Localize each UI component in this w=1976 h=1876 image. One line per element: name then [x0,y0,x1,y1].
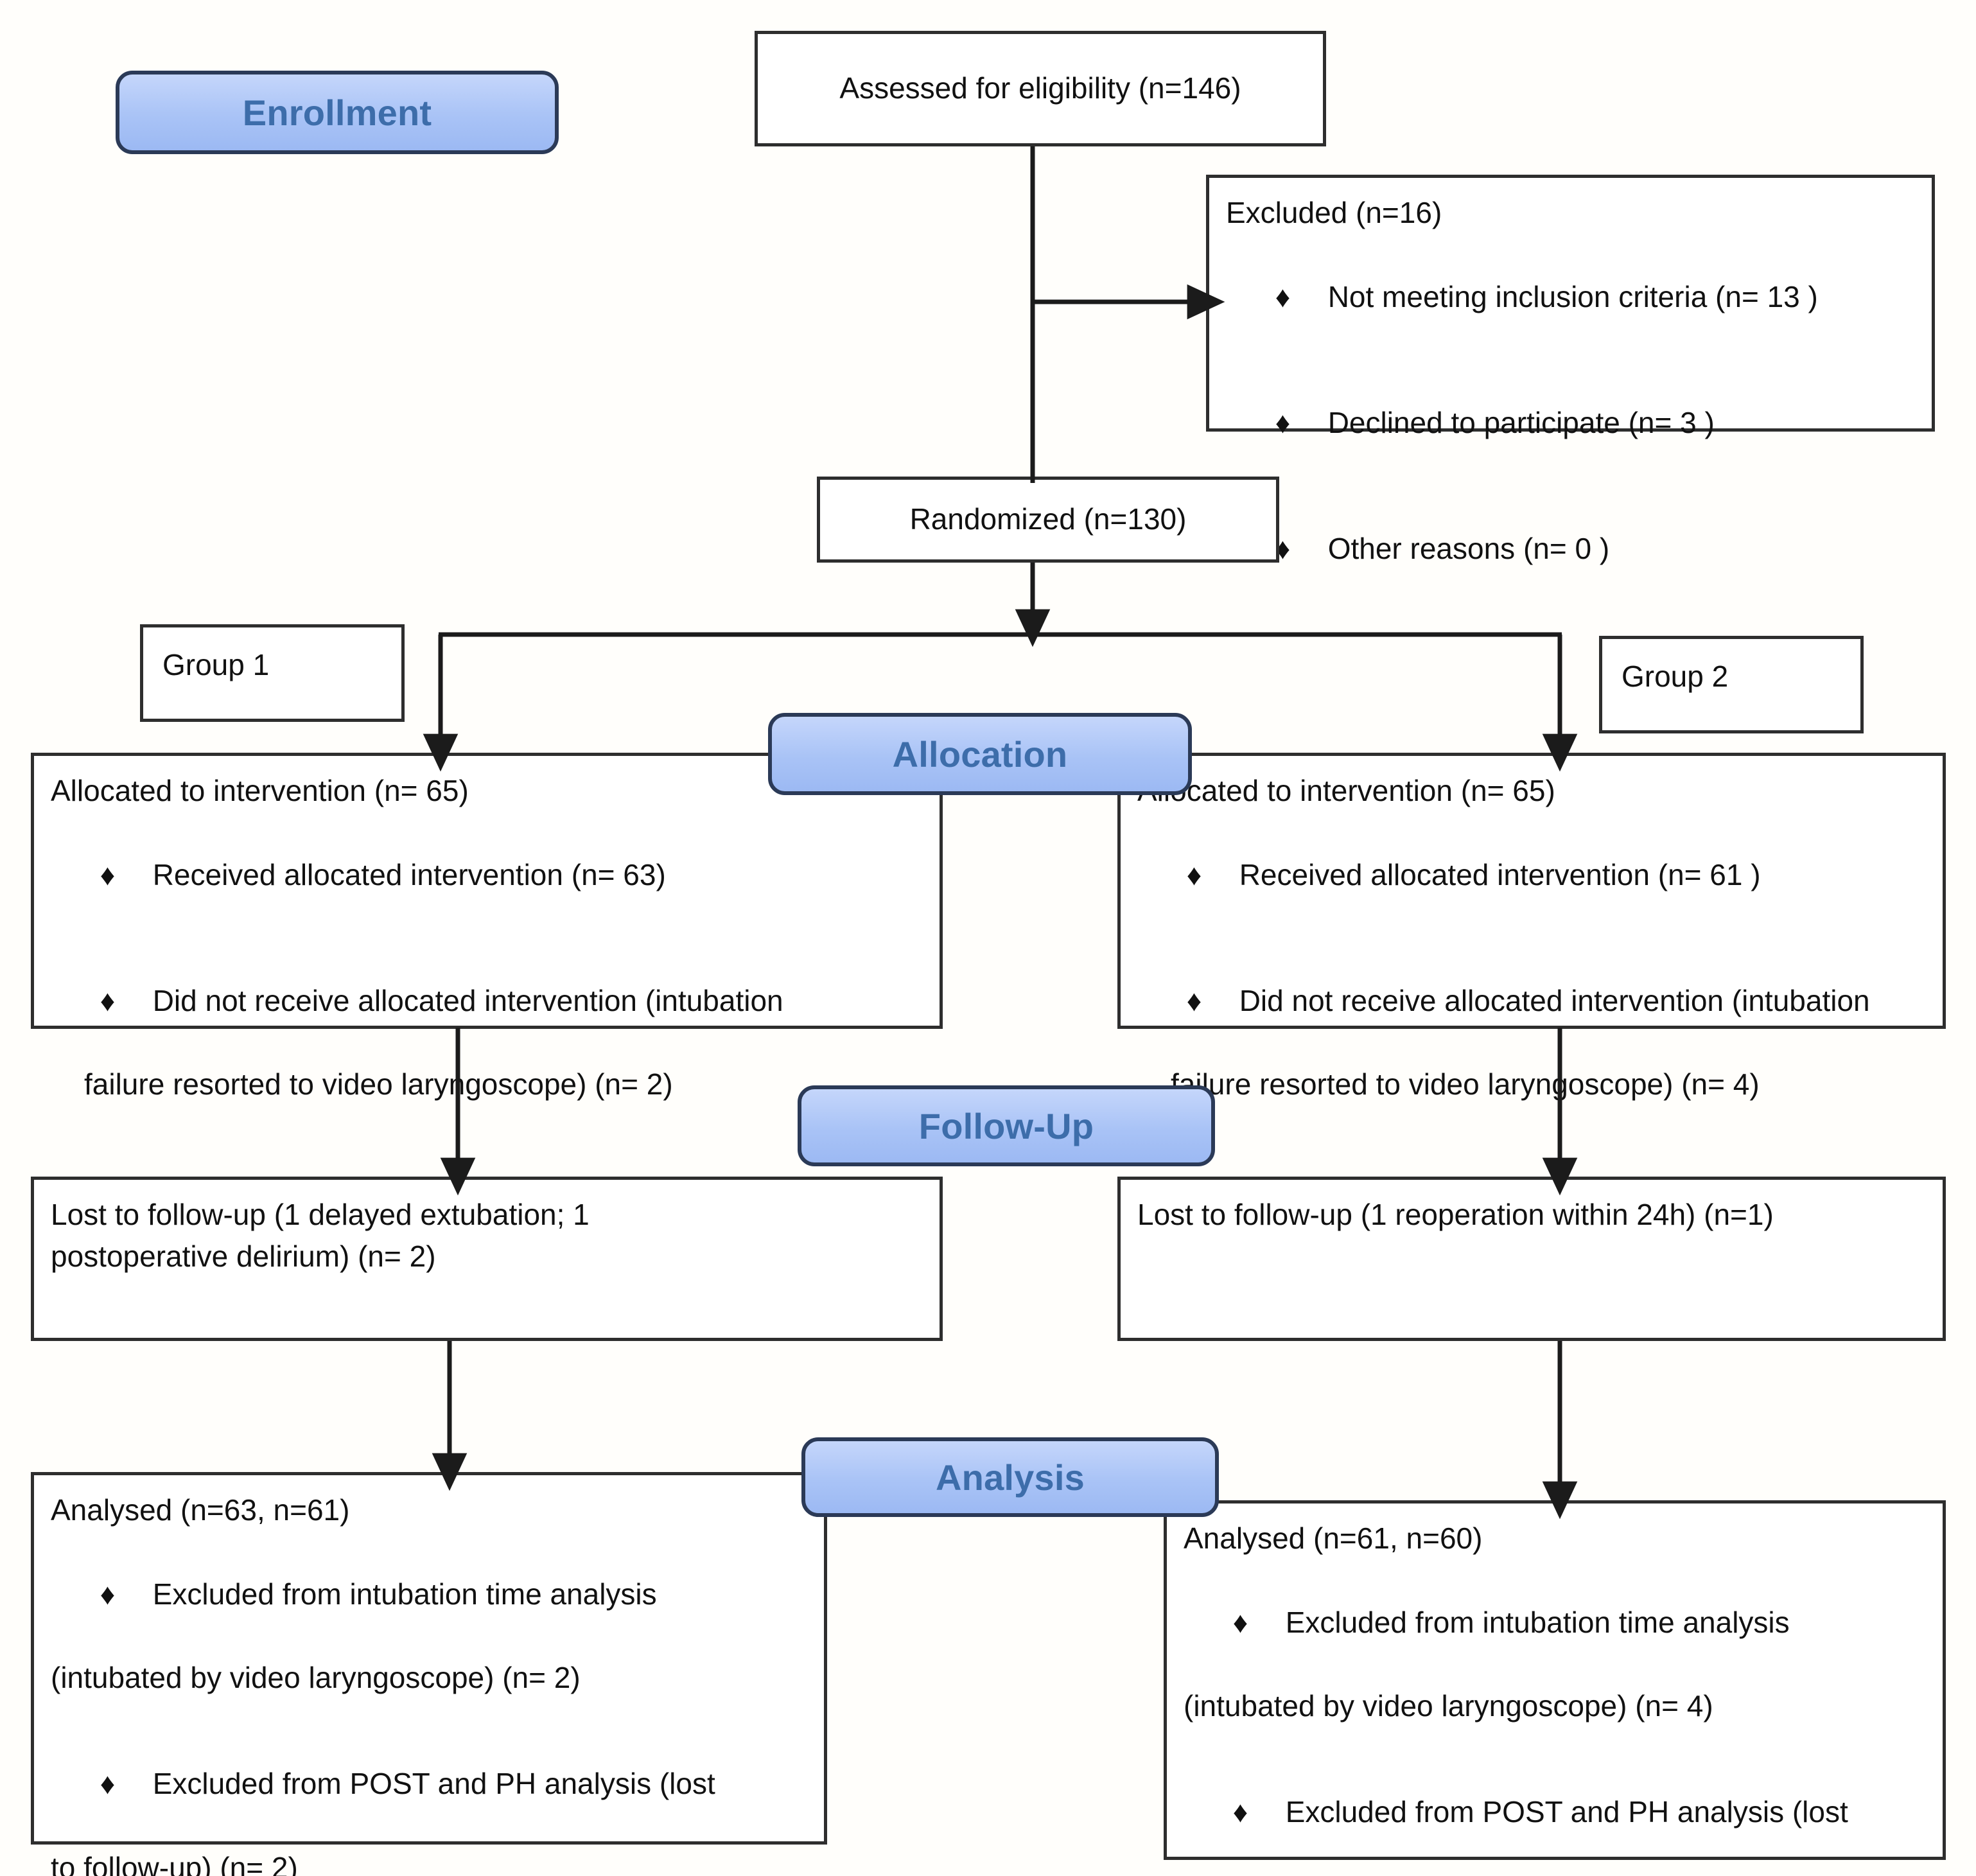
box-randomized: Randomized (n=130) [817,477,1279,563]
excluded-item-2: ♦Other reasons (n= 0 ) [1226,486,1915,611]
followup-left-line-1: Lost to follow-up (1 delayed extubation;… [51,1198,590,1231]
analysis-right-title: Analysed (n=61, n=60) [1184,1521,1483,1555]
stage-badge-followup: Follow-Up [798,1085,1215,1166]
allocation-left-title: Allocated to intervention (n= 65) [51,774,469,807]
box-analysis-left: Analysed (n=63, n=61) ♦Excluded from int… [31,1472,827,1876]
box-excluded: Excluded (n=16) ♦Not meeting inclusion c… [1206,175,1935,565]
allocation-left-item-1: ♦Did not receive allocated intervention … [51,938,923,1064]
allocation-right-title: Allocated to intervention (n= 65) [1137,774,1555,807]
analysis-left-item-0-cont: (intubated by video laryngoscope) (n= 2) [51,1661,581,1695]
spacer [51,1699,807,1721]
diamond-bullet-icon: ♦ [1275,531,1291,565]
excluded-item-0: ♦Not meeting inclusion criteria (n= 13 ) [1226,234,1915,360]
diamond-bullet-icon: ♦ [100,983,116,1017]
box-analysis-right: Analysed (n=61, n=60) ♦Excluded from int… [1164,1500,1946,1860]
diamond-bullet-icon: ♦ [1186,983,1202,1017]
excluded-item-1: ♦Declined to participate (n= 3 ) [1226,360,1915,486]
box-followup-right: Lost to follow-up (1 reoperation within … [1117,1177,1946,1341]
box-allocation-right: Allocated to intervention (n= 65) ♦Recei… [1117,753,1946,1101]
followup-left-line-2: postoperative delirium) (n= 2) [51,1240,436,1274]
stage-badge-analysis: Analysis [801,1437,1219,1517]
diamond-bullet-icon: ♦ [1186,857,1202,891]
randomized-text: Randomized (n=130) [909,502,1187,536]
diamond-bullet-icon: ♦ [100,857,116,891]
analysis-right-item-0-cont: (intubated by video laryngoscope) (n= 4) [1184,1689,1713,1723]
stage-badge-enrollment-label: Enrollment [242,92,432,133]
allocation-right-item-1-cont: failure resorted to video laryngoscope) … [1171,1067,1760,1101]
box-group-1: Group 1 [140,624,405,722]
spacer [1184,1728,1926,1749]
stage-badge-allocation-label: Allocation [892,733,1068,775]
allocation-left-item-1-cont: failure resorted to video laryngoscope) … [84,1067,673,1101]
diamond-bullet-icon: ♦ [1275,279,1291,313]
diamond-bullet-icon: ♦ [1232,1794,1248,1828]
box-assessed-for-eligibility: Assessed for eligibility (n=146) [755,31,1326,146]
allocation-left-item-0: ♦Received allocated intervention (n= 63) [51,812,923,938]
analysis-left-item-0: ♦Excluded from intubation time analysis [51,1531,807,1657]
analysis-right-item-0: ♦Excluded from intubation time analysis [1184,1559,1926,1685]
stage-badge-enrollment: Enrollment [116,71,559,154]
box-followup-left: Lost to follow-up (1 delayed extubation;… [31,1177,943,1341]
group-1-label: Group 1 [162,648,270,681]
analysis-right-item-1: ♦Excluded from POST and PH analysis (los… [1184,1749,1926,1875]
analysis-left-item-1-cont: to follow-up) (n= 2) [51,1850,298,1876]
box-group-2: Group 2 [1599,636,1864,733]
stage-badge-followup-label: Follow-Up [918,1105,1094,1146]
group-2-label: Group 2 [1622,660,1729,693]
allocation-right-item-1: ♦Did not receive allocated intervention … [1137,938,1926,1064]
stage-badge-allocation: Allocation [768,713,1192,795]
box-allocation-left: Allocated to intervention (n= 65) ♦Recei… [31,753,943,1101]
allocation-right-item-0: ♦Received allocated intervention (n= 61 … [1137,812,1926,938]
excluded-title: Excluded (n=16) [1226,196,1442,229]
followup-right-line-1: Lost to follow-up (1 reoperation within … [1137,1198,1774,1231]
assessed-text: Assessed for eligibility (n=146) [839,71,1241,105]
analysis-left-title: Analysed (n=63, n=61) [51,1493,350,1527]
diamond-bullet-icon: ♦ [1232,1605,1248,1639]
diamond-bullet-icon: ♦ [100,1766,116,1800]
diamond-bullet-icon: ♦ [100,1577,116,1611]
analysis-left-item-1: ♦Excluded from POST and PH analysis (los… [51,1721,807,1847]
diamond-bullet-icon: ♦ [1275,405,1291,439]
stage-badge-analysis-label: Analysis [936,1457,1085,1498]
